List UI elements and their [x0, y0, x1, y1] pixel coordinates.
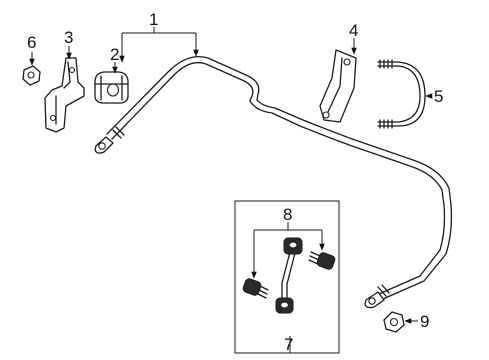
clamp-plate[interactable]	[319, 49, 357, 123]
stabilizer-link[interactable]	[275, 237, 303, 314]
stabilizer-bar-outline-lower	[106, 55, 453, 300]
inset-frame	[234, 200, 340, 354]
callout-1: 1	[149, 10, 158, 29]
u-bolt[interactable]	[377, 59, 426, 129]
callout-2: 2	[110, 45, 119, 64]
stabilizer-bar-outline-upper	[111, 61, 446, 295]
callout-6: 6	[27, 33, 36, 52]
callout-9: 9	[420, 312, 429, 331]
callout-7: 7	[284, 335, 293, 354]
callout-4: 4	[349, 21, 358, 40]
stabilizer-bushing[interactable]	[94, 71, 129, 104]
link-lower-bushing[interactable]	[242, 278, 269, 299]
stabilizer-bar-right-end	[364, 284, 390, 309]
callout-3: 3	[64, 28, 73, 47]
bracket-nut[interactable]	[22, 65, 41, 86]
callout-5: 5	[434, 87, 443, 106]
link-inset	[234, 200, 340, 354]
link-nut[interactable]	[383, 311, 405, 333]
link-upper-bushing[interactable]	[308, 251, 336, 271]
stabilizer-bar-left-end	[94, 126, 125, 154]
bushing-bracket[interactable]	[44, 57, 85, 133]
stabilizer-bar[interactable]	[94, 55, 453, 309]
callout-8: 8	[283, 205, 292, 224]
